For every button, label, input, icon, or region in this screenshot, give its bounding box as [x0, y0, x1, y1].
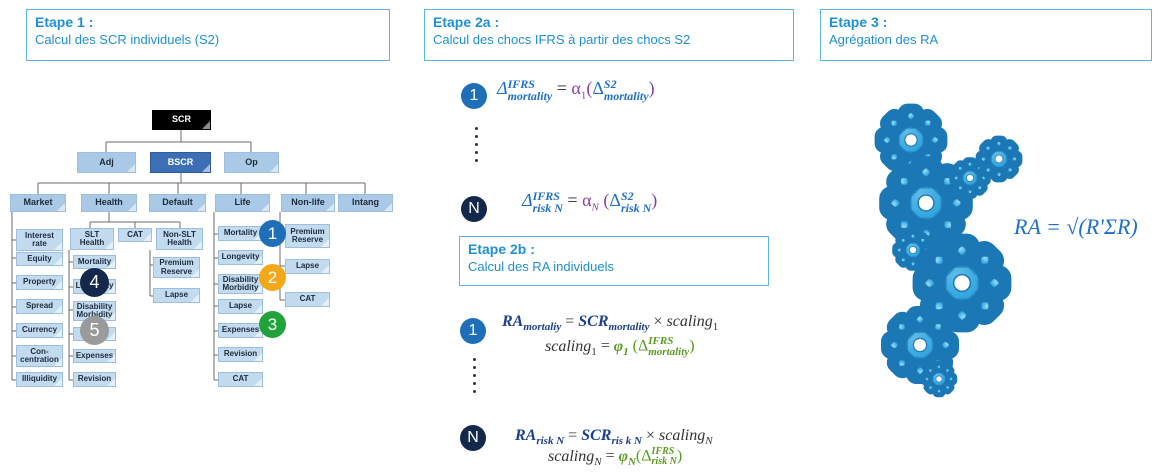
tree-node-intang: Intang: [338, 194, 393, 212]
tree-node-non-slt-health: Non-SLT Health: [156, 228, 203, 250]
eq-badge-n: N: [461, 196, 487, 222]
stage1-box: Etape 1 : Calcul des SCR individuels (S2…: [26, 9, 390, 61]
tree-node-adj: Adj: [77, 152, 136, 173]
eq-vertical-dots-2: [473, 358, 477, 398]
tree-leaf-market-equity: Equity: [16, 252, 63, 266]
formula-ra-aggregate: RA = √(R'ΣR): [1014, 214, 1138, 239]
tree-leaf-life-disability: Disability Morbidity: [218, 274, 263, 294]
stage2a-box: Etape 2a : Calcul des chocs IFRS à parti…: [424, 9, 794, 61]
tree-node-health: Health: [81, 194, 137, 212]
tree-node-life: Life: [215, 194, 270, 212]
stage3-title: Etape 3 :: [829, 14, 888, 30]
gear-icon: [925, 365, 953, 393]
badge-2-disability: 2: [259, 264, 286, 291]
tree-leaf-slt-revision: Revision: [73, 372, 116, 387]
tree-node-op: Op: [224, 152, 279, 173]
tree-leaf-nonlife-premium-reserve: Premium Reserve: [285, 224, 330, 248]
tree-leaf-nonlife-lapse: Lapse: [285, 259, 330, 274]
tree-node-nonlife: Non-life: [281, 194, 335, 212]
stage2b-box: Etape 2b : Calcul des RA individuels: [459, 236, 769, 286]
stage1-title: Etape 1 :: [35, 14, 94, 30]
tree-leaf-life-cat: CAT: [218, 372, 263, 387]
tree-leaf-life-revision: Revision: [218, 347, 263, 362]
tree-leaf-market-interest-rate: Interest rate: [16, 229, 63, 251]
ra-badge-n: N: [460, 425, 486, 451]
gear-icon: [924, 245, 1000, 321]
tree-leaf-market-illiquidity: Illiquidity: [16, 372, 63, 387]
tree-leaf-market-concentration: Con-centration: [16, 345, 63, 367]
formula-ra-risk-n: RArisk N = SCRris k N × scalingN: [515, 427, 713, 448]
tree-node-default: Default: [149, 194, 206, 212]
tree-leaf-nonslt-lapse: Lapse: [153, 288, 200, 303]
stage2a-title: Etape 2a :: [433, 14, 500, 30]
stage2a-subtitle: Calcul des chocs IFRS à partir des chocs…: [433, 32, 691, 47]
stage3-subtitle: Agrégation des RA: [829, 32, 939, 47]
tree-leaf-market-property: Property: [16, 275, 63, 290]
stage3-box: Etape 3 : Agrégation des RA: [820, 9, 1152, 61]
stage2b-subtitle: Calcul des RA individuels: [468, 259, 614, 274]
tree-leaf-slt-expenses: Expenses: [73, 349, 116, 363]
tree-node-health-cat: CAT: [118, 228, 152, 242]
tree-leaf-market-spread: Spread: [16, 299, 63, 314]
badge-5-disability: 5: [80, 316, 109, 345]
eq-vertical-dots-1: [475, 127, 479, 167]
stage2b-title: Etape 2b :: [468, 241, 535, 257]
badge-4-longevity: 4: [80, 268, 109, 297]
gear-icon: [981, 141, 1017, 177]
tree-node-scr: SCR: [152, 110, 211, 130]
tree-leaf-nonlife-cat: CAT: [285, 292, 330, 307]
tree-node-market: Market: [10, 194, 66, 212]
tree-node-slt-health: SLT Health: [70, 228, 114, 250]
badge-3-lapse: 3: [259, 311, 286, 338]
formula-ra-mortality: RAmortaliy = SCRmortality × scaling1: [502, 313, 719, 334]
badge-1-mortality: 1: [259, 220, 286, 247]
stage1-subtitle: Calcul des SCR individuels (S2): [35, 32, 220, 47]
tree-node-bscr: BSCR: [150, 152, 211, 173]
eq-badge-1: 1: [461, 83, 487, 109]
tree-leaf-market-currency: Currency: [16, 323, 63, 338]
tree-leaf-life-lapse: Lapse: [218, 299, 263, 314]
tree-leaf-life-longevity: Longevity: [218, 250, 263, 265]
ra-badge-1: 1: [460, 318, 486, 344]
tree-leaf-nonslt-premium-reserve: Premium Reserve: [153, 257, 200, 278]
